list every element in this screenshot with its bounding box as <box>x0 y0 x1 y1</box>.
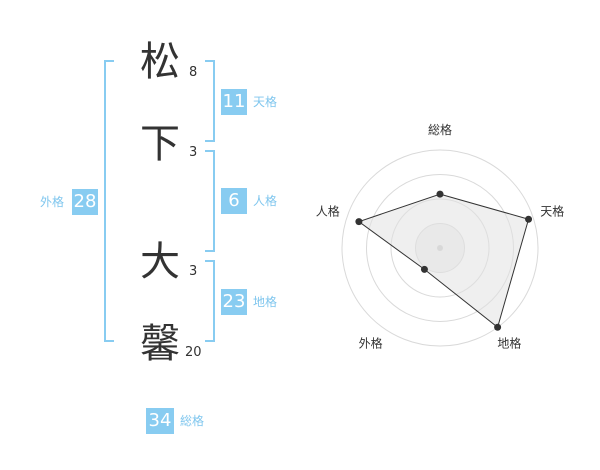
jinkaku-bracket <box>205 150 215 252</box>
radar-axis-label-2: 天格 <box>540 204 564 219</box>
chikaku-value: 23 <box>221 289 247 315</box>
radar-point-2 <box>525 215 533 223</box>
soukaku-label: 総格 <box>180 414 205 428</box>
radar-ring-4 <box>341 149 539 347</box>
radar-point-3 <box>494 323 502 331</box>
name-char-4: 馨 <box>140 321 180 367</box>
radar-axis-label-1: 総格 <box>428 122 452 137</box>
gaikaku-label: 外格 <box>40 195 65 209</box>
chikaku-label: 地格 <box>253 295 278 309</box>
jinkaku-label: 人格 <box>253 194 278 208</box>
radar-axis-label-3: 地格 <box>497 335 521 350</box>
stroke-count-3: 3 <box>189 264 198 279</box>
name-char-2: 下 <box>140 121 180 167</box>
name-char-1: 松 <box>140 39 180 85</box>
stroke-count-1: 8 <box>189 65 198 80</box>
radar-axis-label-5: 人格 <box>316 204 340 219</box>
radar-axis-label-4: 外格 <box>359 335 383 350</box>
radar-point-5 <box>355 218 363 226</box>
stroke-count-2: 3 <box>189 145 198 160</box>
jinkaku-value: 6 <box>221 188 247 214</box>
gaikaku-bracket <box>104 60 114 342</box>
radar-point-4 <box>420 265 428 273</box>
tenkaku-label: 天格 <box>253 95 278 109</box>
tenkaku-value: 11 <box>221 89 247 115</box>
gaikaku-value: 28 <box>72 189 98 215</box>
name-char-3: 大 <box>140 239 180 285</box>
tenkaku-bracket <box>205 60 215 142</box>
radar-point-1 <box>436 190 444 198</box>
soukaku-value: 34 <box>146 408 174 434</box>
chikaku-bracket <box>205 260 215 342</box>
stroke-count-4: 20 <box>185 345 202 360</box>
radar-series-area <box>357 193 530 329</box>
